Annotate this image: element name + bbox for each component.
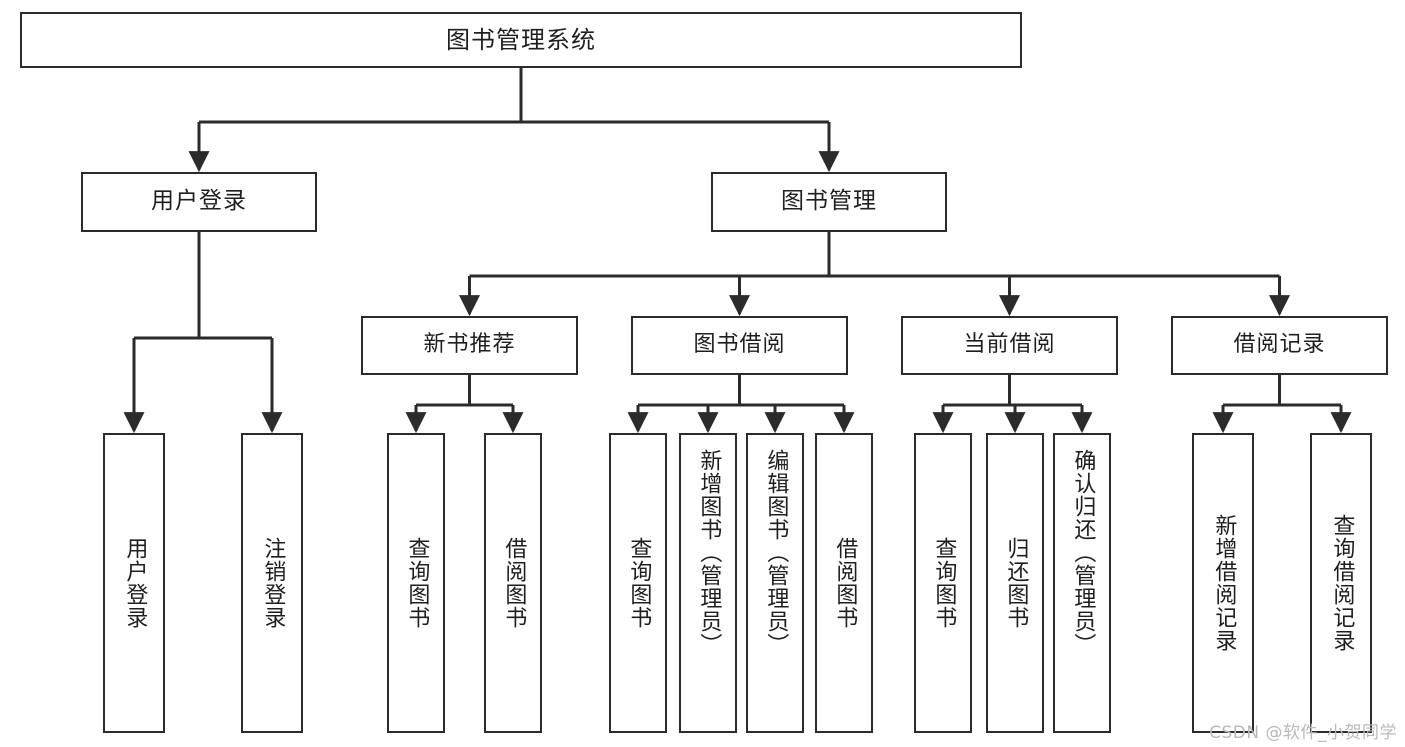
node-new-book-recommend-label: 新书推荐 [423,332,516,358]
node-leaf-confirm-return-admin-label: 确认归还（管理员） [1070,449,1096,656]
node-leaf-borrow-book-label: 借阅图书 [832,537,858,629]
node-leaf-confirm-return-admin[interactable]: 确认归还（管理员） [1053,433,1111,733]
node-leaf-query-borrow-record[interactable]: 查询借阅记录 [1310,433,1372,733]
node-leaf-user-login-label: 用户登录 [122,537,148,629]
node-leaf-query-book-current[interactable]: 查询图书 [914,433,972,733]
node-book-manage-label: 图书管理 [781,188,877,215]
node-book-borrow-label: 图书借阅 [693,332,786,358]
node-leaf-add-book-admin[interactable]: 新增图书（管理员） [679,433,737,733]
node-book-borrow[interactable]: 图书借阅 [631,316,848,375]
node-leaf-add-borrow-record[interactable]: 新增借阅记录 [1192,433,1254,733]
node-leaf-borrow-book[interactable]: 借阅图书 [815,433,873,733]
node-borrow-record[interactable]: 借阅记录 [1171,316,1388,375]
node-book-manage[interactable]: 图书管理 [711,172,947,232]
node-leaf-logout-login-label: 注销登录 [260,537,286,629]
node-root[interactable]: 图书管理系统 [20,12,1022,68]
node-leaf-add-borrow-record-label: 新增借阅记录 [1211,514,1237,652]
node-borrow-record-label: 借阅记录 [1233,332,1326,358]
node-leaf-query-book-recommend-label: 查询图书 [404,537,430,629]
node-leaf-user-login[interactable]: 用户登录 [103,433,165,733]
node-current-borrow-label: 当前借阅 [963,332,1056,358]
node-new-book-recommend[interactable]: 新书推荐 [361,316,578,375]
node-current-borrow[interactable]: 当前借阅 [901,316,1118,375]
node-leaf-edit-book-admin-label: 编辑图书（管理员） [763,449,789,656]
node-leaf-query-book-recommend[interactable]: 查询图书 [387,433,445,733]
node-leaf-borrow-book-recommend-label: 借阅图书 [501,537,527,629]
node-leaf-borrow-book-recommend[interactable]: 借阅图书 [484,433,542,733]
node-leaf-add-book-admin-label: 新增图书（管理员） [696,449,722,656]
watermark: CSDN @软件_小贺同学 [1209,723,1397,743]
node-leaf-logout-login[interactable]: 注销登录 [241,433,303,733]
node-leaf-edit-book-admin[interactable]: 编辑图书（管理员） [746,433,804,733]
node-leaf-return-book[interactable]: 归还图书 [986,433,1044,733]
node-leaf-query-book-borrow-label: 查询图书 [626,537,652,629]
node-leaf-query-book-borrow[interactable]: 查询图书 [609,433,667,733]
node-leaf-return-book-label: 归还图书 [1003,537,1029,629]
node-user-login-label: 用户登录 [151,188,247,215]
node-root-label: 图书管理系统 [446,25,596,54]
node-user-login[interactable]: 用户登录 [81,172,317,232]
node-leaf-query-borrow-record-label: 查询借阅记录 [1329,514,1355,652]
node-leaf-query-book-current-label: 查询图书 [931,537,957,629]
